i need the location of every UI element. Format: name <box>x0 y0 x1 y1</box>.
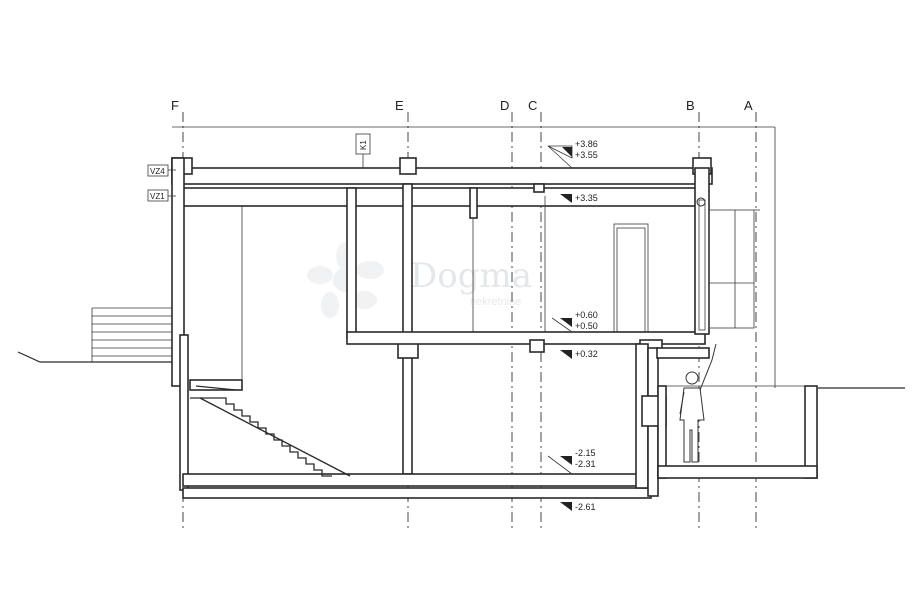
level-marker-roof: +3.35 <box>560 193 598 203</box>
watermark-brand: Dogma <box>410 256 532 296</box>
staircase <box>190 385 351 477</box>
mid-floor-slab <box>346 331 706 353</box>
level-top-a: +3.86 <box>575 139 598 149</box>
level-mid: +0.32 <box>575 349 598 359</box>
level-top-b: +3.55 <box>575 150 598 160</box>
roof-slab <box>171 157 713 207</box>
human-figure-icon <box>679 343 717 463</box>
level-marker-floor: +0.60 +0.50 <box>551 310 598 333</box>
axis-label-f: F <box>171 98 179 113</box>
axis-label-e: E <box>395 98 404 113</box>
axis-label-c: C <box>528 98 537 113</box>
level-floor-a: +0.60 <box>575 310 598 320</box>
level-tag-vz4: VZ4 <box>150 167 165 176</box>
level-marker-top: +3.86 +3.55 <box>547 139 598 169</box>
level-tag-vz1: VZ1 <box>150 192 165 201</box>
axis-label-b: B <box>686 98 695 113</box>
level-roof: +3.35 <box>575 193 598 203</box>
watermark: Dogma nekretnine <box>307 242 532 318</box>
exterior-steps <box>91 307 178 362</box>
axis-label-a: A <box>744 98 753 113</box>
column-e <box>397 183 419 475</box>
left-wall <box>171 157 243 491</box>
watermark-flower-icon <box>307 242 384 318</box>
level-marker-base: -2.15 -2.31 <box>547 448 596 475</box>
right-wall <box>694 167 760 335</box>
level-base-b: -2.31 <box>575 459 596 469</box>
frame-lines <box>172 126 776 388</box>
level-base-a: -2.15 <box>575 448 596 458</box>
section-tag-label: K1 <box>359 140 368 150</box>
basement <box>182 343 710 499</box>
level-foundation: -2.61 <box>575 502 596 512</box>
level-floor-b: +0.50 <box>575 321 598 331</box>
terrain <box>17 351 905 389</box>
level-tags: VZ4 VZ1 <box>147 164 176 202</box>
axis-label-d: D <box>500 98 509 113</box>
level-marker-foundation: -2.61 <box>560 502 596 512</box>
level-markers: +3.86 +3.55 +3.35 +0.60 +0.50 +0.32 -2.1… <box>547 139 598 512</box>
courtyard <box>657 385 818 479</box>
level-marker-mid: +0.32 <box>560 349 598 359</box>
section-tag: K1 <box>355 133 371 168</box>
watermark-sub: nekretnine <box>470 296 521 308</box>
